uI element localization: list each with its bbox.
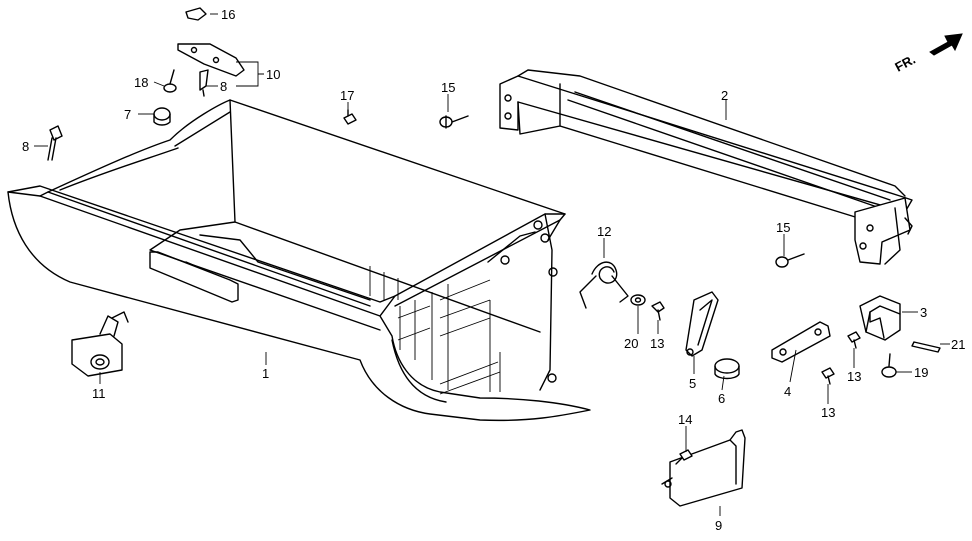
torsion-spring <box>579 261 629 309</box>
bolt-19 <box>881 353 897 378</box>
bolt-15-lower <box>775 253 805 268</box>
callout-1: 1 <box>262 366 269 381</box>
screw-14 <box>675 449 693 465</box>
nut <box>153 107 171 126</box>
callout-15-upper: 15 <box>441 80 455 95</box>
callout-13-lower: 13 <box>821 405 835 420</box>
callout-19: 19 <box>914 365 928 380</box>
callout-16: 16 <box>221 7 235 22</box>
callout-12: 12 <box>597 224 611 239</box>
callout-13-upper: 13 <box>650 336 664 351</box>
pin-21 <box>911 341 941 353</box>
front-direction-arrow: FR. <box>892 33 963 75</box>
callout-2: 2 <box>721 88 728 103</box>
callout-9: 9 <box>715 518 722 533</box>
clip-16 <box>185 7 207 21</box>
clip-upper <box>199 69 209 97</box>
callout-8-lower: 8 <box>22 139 29 154</box>
callout-13-middle: 13 <box>847 369 861 384</box>
callout-11: 11 <box>92 386 106 401</box>
callout-18: 18 <box>134 75 148 90</box>
pin-left <box>47 125 63 161</box>
screw-17 <box>343 109 357 125</box>
callout-17: 17 <box>340 88 354 103</box>
bolt-18 <box>163 69 177 93</box>
callout-10: 10 <box>266 67 280 82</box>
lock-assembly <box>71 311 129 377</box>
callout-15-lower: 15 <box>776 220 790 235</box>
glove-box <box>7 99 591 422</box>
screw-13-middle <box>847 331 861 349</box>
callout-5: 5 <box>689 376 696 391</box>
screw-13-upper <box>651 301 665 321</box>
front-label: FR. <box>892 52 918 75</box>
callout-8-upper: 8 <box>220 79 227 94</box>
callout-3: 3 <box>920 305 927 320</box>
bolt-15-upper <box>439 115 469 129</box>
latch-block <box>859 295 901 341</box>
callout-4: 4 <box>784 384 791 399</box>
washer <box>630 294 646 306</box>
callout-7: 7 <box>124 107 131 122</box>
screw-13-lower <box>821 367 835 385</box>
hinge-plate <box>177 43 245 77</box>
mounting-frame <box>499 69 913 265</box>
bushing <box>714 358 740 380</box>
lid-cover <box>661 429 746 507</box>
callout-20: 20 <box>624 336 638 351</box>
callout-14: 14 <box>678 412 692 427</box>
callout-6: 6 <box>718 391 725 406</box>
leader-lines <box>34 13 950 516</box>
callout-21: 21 <box>951 337 965 352</box>
striker-plate <box>771 321 831 363</box>
link-arm <box>685 291 719 357</box>
